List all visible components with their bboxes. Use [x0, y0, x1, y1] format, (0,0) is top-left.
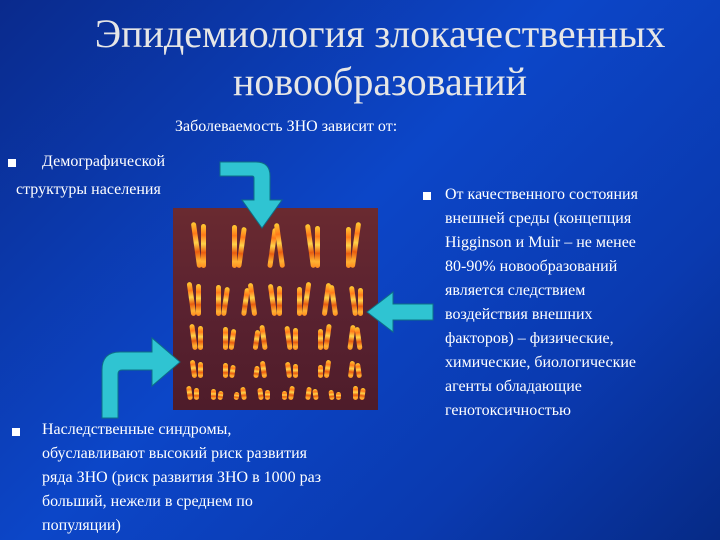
bullet-env-line: Higginson и Muir – не менее — [445, 234, 636, 251]
slide-subtitle: Заболеваемость ЗНО зависит от: — [175, 118, 398, 135]
chromosome — [292, 328, 298, 350]
chromosome — [222, 327, 228, 350]
chromosome — [322, 323, 332, 351]
chromosome — [189, 359, 198, 379]
chromosome — [236, 226, 247, 269]
chromosome — [287, 385, 295, 401]
chromosome — [284, 361, 292, 379]
chromosome — [222, 363, 228, 378]
chromosome — [329, 284, 339, 317]
title-line-2: новообразований — [232, 59, 528, 104]
chromosome — [304, 386, 312, 401]
chromosome — [317, 329, 323, 350]
bullet-env-line: генотоксичностью — [445, 402, 571, 419]
chromosome — [328, 389, 336, 401]
chromosome — [323, 359, 331, 379]
karyotype-image — [173, 208, 378, 410]
chromosome — [253, 365, 260, 379]
chromosome — [257, 387, 264, 401]
chromosome — [197, 362, 203, 378]
chromosome — [281, 391, 287, 400]
chromosome — [358, 288, 364, 316]
chromosome — [228, 364, 236, 379]
chromosome — [353, 386, 359, 400]
chromosome — [215, 285, 221, 316]
bullet-env-line: От качественного состояния — [445, 186, 638, 203]
chromosome — [267, 283, 278, 317]
chromosome — [217, 390, 224, 401]
bullet-env-line: 80-90% новообразований — [445, 258, 618, 275]
chromosome — [247, 282, 258, 317]
bullet-env-line: агенты обладающие — [445, 378, 582, 395]
bullet-demographic-line2: структуры населения — [16, 181, 161, 198]
chromosome — [311, 388, 319, 401]
chromosome — [259, 324, 268, 351]
chromosome — [301, 281, 312, 317]
chromosome — [277, 286, 282, 316]
bullet-env-line: химические, биологические — [445, 354, 637, 371]
chromosome — [354, 326, 363, 351]
bullet-hered-line: больший, нежели в среднем по — [42, 493, 253, 510]
chromosome — [232, 225, 237, 268]
chromosome — [233, 391, 240, 401]
bullet-env-line: является следствием — [445, 282, 586, 299]
chromosome — [259, 360, 268, 379]
chromosome — [336, 392, 342, 400]
chromosome — [265, 390, 271, 400]
curved-arrow-up-icon — [101, 336, 181, 419]
bullet-hered-line: популяции) — [42, 517, 121, 534]
bullet-env-line: факторов) – физические, — [445, 330, 614, 347]
square-bullet-icon — [423, 192, 431, 200]
bullet-hered-line: Наследственные синдромы, — [42, 421, 232, 438]
bullet-env-line: воздействия внешних — [445, 306, 593, 323]
chromosome — [189, 323, 198, 351]
chromosome — [284, 325, 293, 351]
chromosome — [317, 365, 323, 378]
chromosome — [210, 389, 216, 400]
title-line-1: Эпидемиология злокачественных — [94, 11, 666, 56]
chromosome — [220, 286, 230, 317]
chromosome — [292, 364, 298, 378]
chromosome — [349, 285, 359, 317]
chromosome — [228, 328, 236, 351]
chromosome — [346, 227, 351, 268]
chromosome — [315, 226, 320, 268]
curved-arrow-down-icon — [219, 161, 283, 229]
chromosome — [349, 221, 362, 269]
chromosome — [297, 287, 303, 316]
chromosome — [186, 281, 196, 317]
square-bullet-icon — [8, 159, 16, 167]
square-bullet-icon — [12, 428, 20, 436]
chromosome — [193, 388, 199, 400]
chromosome — [185, 385, 193, 401]
chromosome — [195, 284, 201, 316]
bullet-env-line: внешней среды (концепция — [445, 210, 632, 227]
chromosome — [359, 387, 366, 401]
chromosome — [347, 360, 356, 379]
bullet-demographic-line1: Демографической — [42, 153, 166, 170]
arrow-left-icon — [366, 290, 434, 334]
bullet-hered-line: обуславливают высокий риск развития — [42, 445, 307, 462]
chromosome — [240, 386, 248, 401]
slide-title: Эпидемиология злокачественных новообразо… — [60, 10, 700, 106]
chromosome — [201, 224, 206, 268]
chromosome — [197, 326, 203, 350]
chromosome — [355, 362, 363, 379]
bullet-hered-line: ряда ЗНО (риск развития ЗНО в 1000 раз — [42, 469, 322, 486]
